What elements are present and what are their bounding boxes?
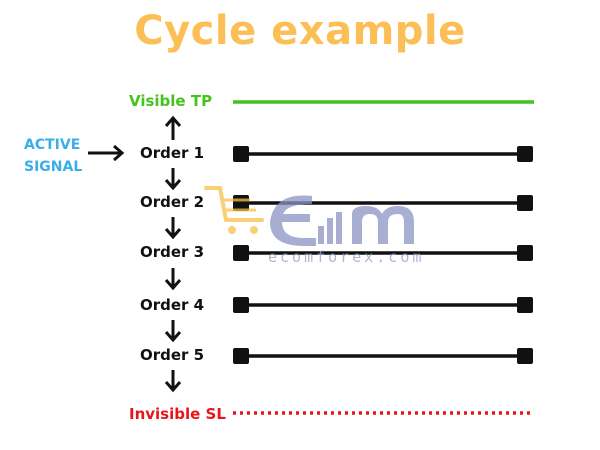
active-signal-line2: SIGNAL xyxy=(24,159,83,175)
order-5-label: Order 5 xyxy=(140,346,205,364)
active-signal-line1: ACTIVE xyxy=(24,137,81,153)
signal-arrow xyxy=(88,144,125,162)
visible-tp-label: Visible TP xyxy=(129,92,213,110)
watermark-url: ecomforex.com xyxy=(268,248,425,266)
order-4-label: Order 4 xyxy=(140,296,205,314)
page-title: Cycle example xyxy=(134,8,466,54)
cart-icon xyxy=(204,186,264,234)
order-4-line xyxy=(233,297,533,313)
down-arrow-icon xyxy=(164,168,182,191)
invisible-sl-label: Invisible SL xyxy=(129,405,226,423)
up-arrow-icon xyxy=(164,115,182,140)
down-arrow-icon xyxy=(164,370,182,393)
order-3-line xyxy=(233,245,533,261)
bar-chart-icon xyxy=(318,212,342,244)
active-signal-label: ACTIVE SIGNAL xyxy=(24,134,94,178)
down-arrow-icon xyxy=(164,268,182,291)
order-2-label: Order 2 xyxy=(140,193,205,211)
order-1-line xyxy=(233,146,533,162)
order-3-label: Order 3 xyxy=(140,243,205,261)
down-arrow-icon xyxy=(164,320,182,343)
order-5-line xyxy=(233,348,533,364)
down-arrow-icon xyxy=(164,217,182,240)
order-1-label: Order 1 xyxy=(140,144,205,162)
watermark-logo xyxy=(204,186,414,246)
